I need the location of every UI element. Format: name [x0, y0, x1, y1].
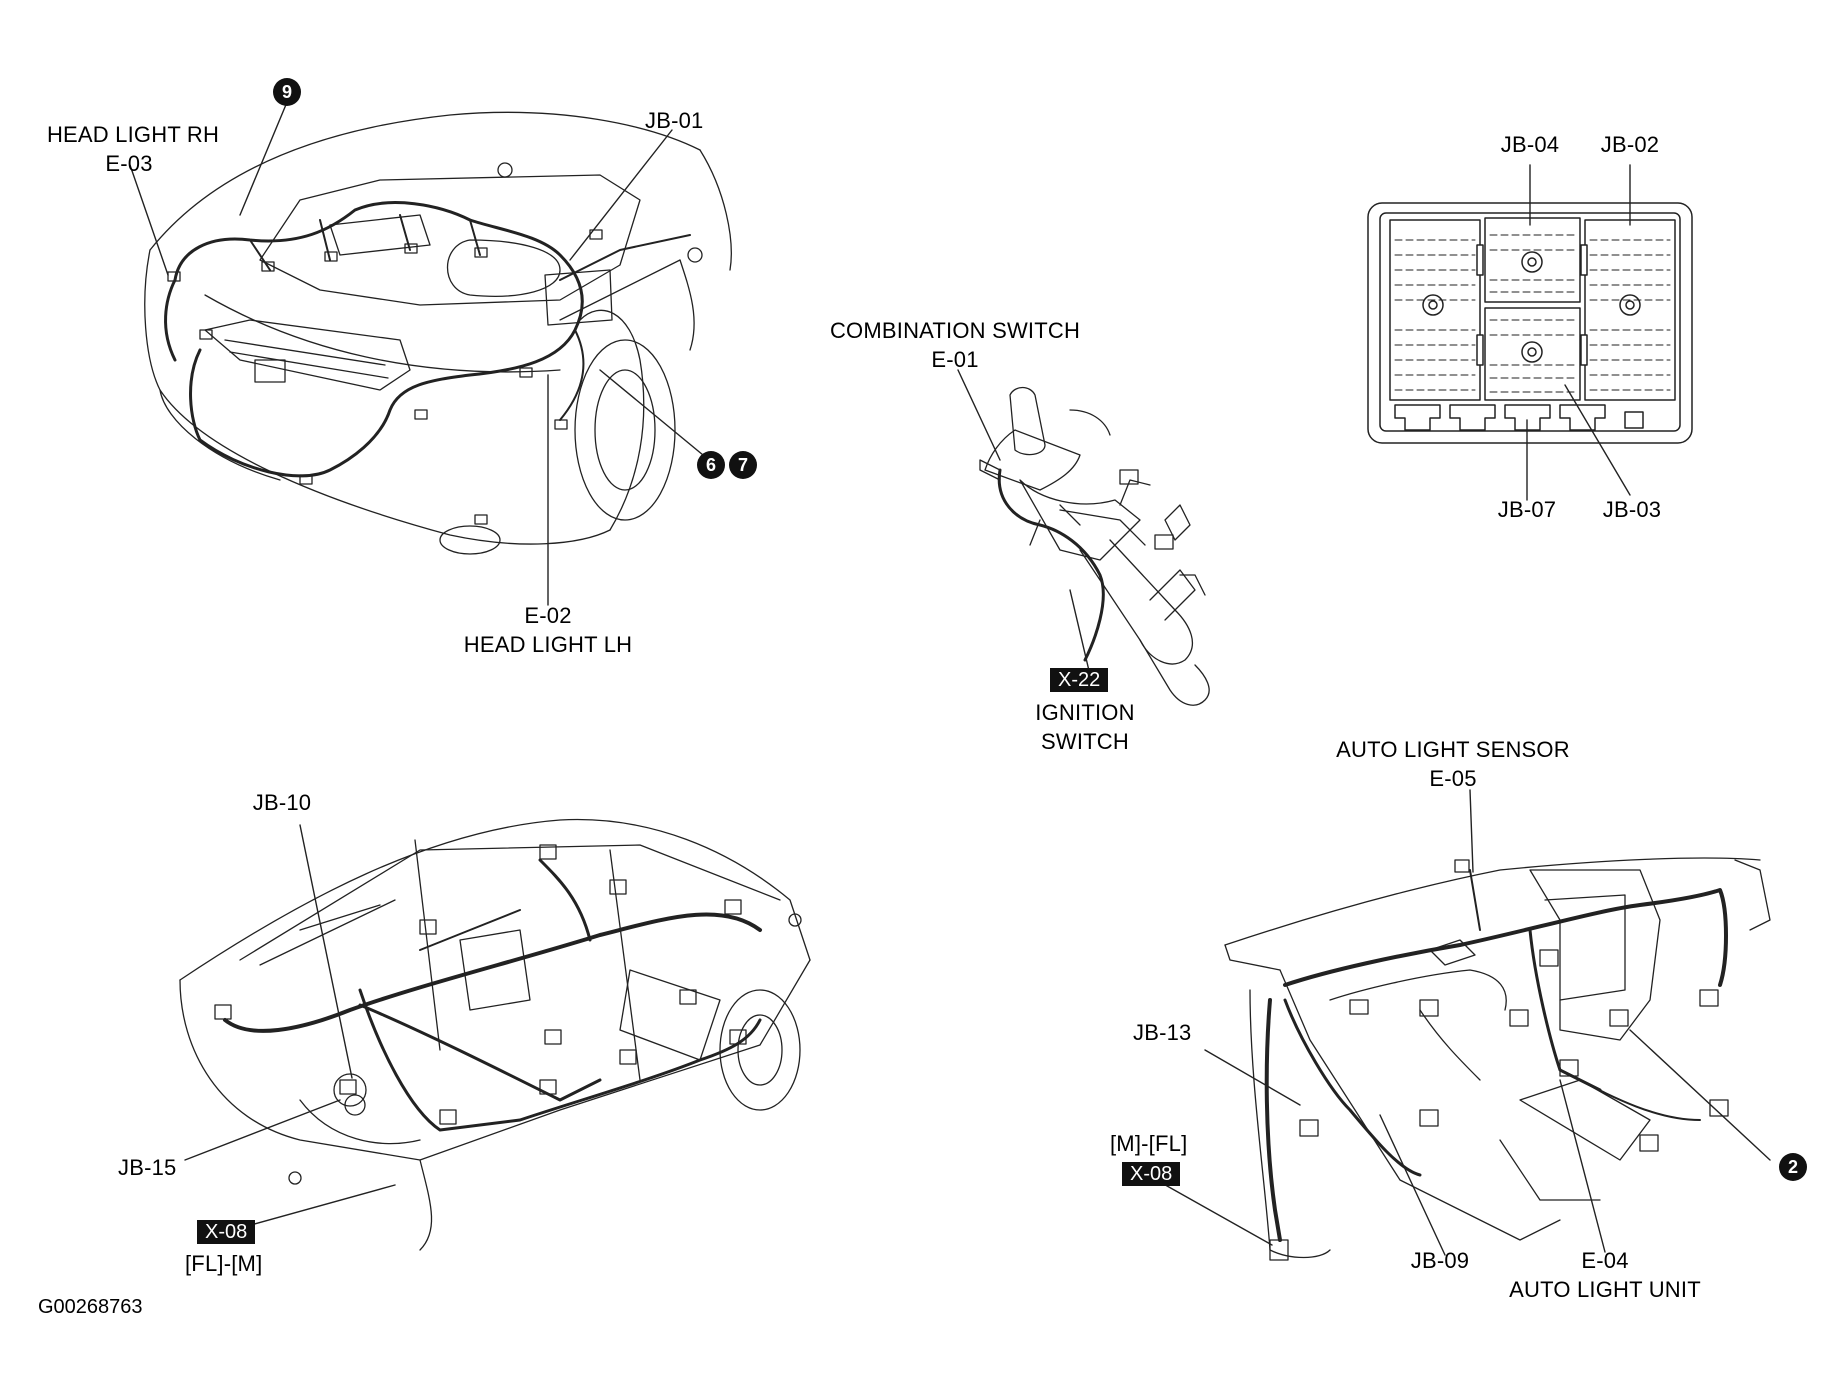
- jb-07-label: JB-07: [1497, 497, 1557, 522]
- jb-02-label: JB-02: [1600, 132, 1660, 157]
- x-08-connector-tag-right: X-08: [1122, 1162, 1181, 1186]
- head-light-lh-code: E-02: [524, 603, 572, 628]
- steering-column-illustration: [957, 369, 1210, 706]
- auto-light-sensor-label: AUTO LIGHT SENSOR: [1336, 737, 1570, 762]
- body-harness-illustration: [179, 818, 811, 1251]
- fl-m-connector-note: [FL]-[M]: [185, 1251, 263, 1276]
- auto-light-unit-label: AUTO LIGHT UNIT: [1509, 1277, 1701, 1302]
- ignition-switch-label-line1: IGNITION: [1035, 700, 1135, 725]
- jb-15-label: JB-15: [118, 1155, 177, 1180]
- junction-box-illustration: [1367, 164, 1693, 501]
- jb-04-label: JB-04: [1500, 132, 1560, 157]
- combination-switch-code: E-01: [931, 347, 979, 372]
- m-fl-connector-note: [M]-[FL]: [1110, 1131, 1188, 1156]
- jb-03-label: JB-03: [1602, 497, 1662, 522]
- ignition-switch-label-line2: SWITCH: [1041, 729, 1129, 754]
- jb-13-label: JB-13: [1133, 1020, 1192, 1045]
- engine-bay-illustration: [129, 94, 732, 606]
- dashboard-illustration: [1159, 789, 1771, 1261]
- jb-09-label: JB-09: [1410, 1248, 1470, 1273]
- callout-9-badge: 9: [273, 78, 301, 106]
- head-light-rh-label: HEAD LIGHT RH: [46, 122, 220, 147]
- auto-light-unit-code: E-04: [1581, 1248, 1629, 1273]
- callout-7-badge: 7: [729, 451, 757, 479]
- figure-code: G00268763: [38, 1296, 143, 1318]
- head-light-rh-code: E-03: [105, 151, 153, 176]
- jb-10-label: JB-10: [252, 790, 312, 815]
- head-light-lh-label: HEAD LIGHT LH: [463, 632, 633, 657]
- combination-switch-label: COMBINATION SWITCH: [829, 318, 1081, 343]
- x-08-connector-tag-left: X-08: [197, 1220, 256, 1244]
- callout-6-badge: 6: [697, 451, 725, 479]
- auto-light-sensor-code: E-05: [1429, 766, 1477, 791]
- ignition-switch-tag: X-22: [1050, 668, 1109, 692]
- callout-2-badge: 2: [1779, 1153, 1807, 1181]
- jb-01-label: JB-01: [645, 108, 704, 133]
